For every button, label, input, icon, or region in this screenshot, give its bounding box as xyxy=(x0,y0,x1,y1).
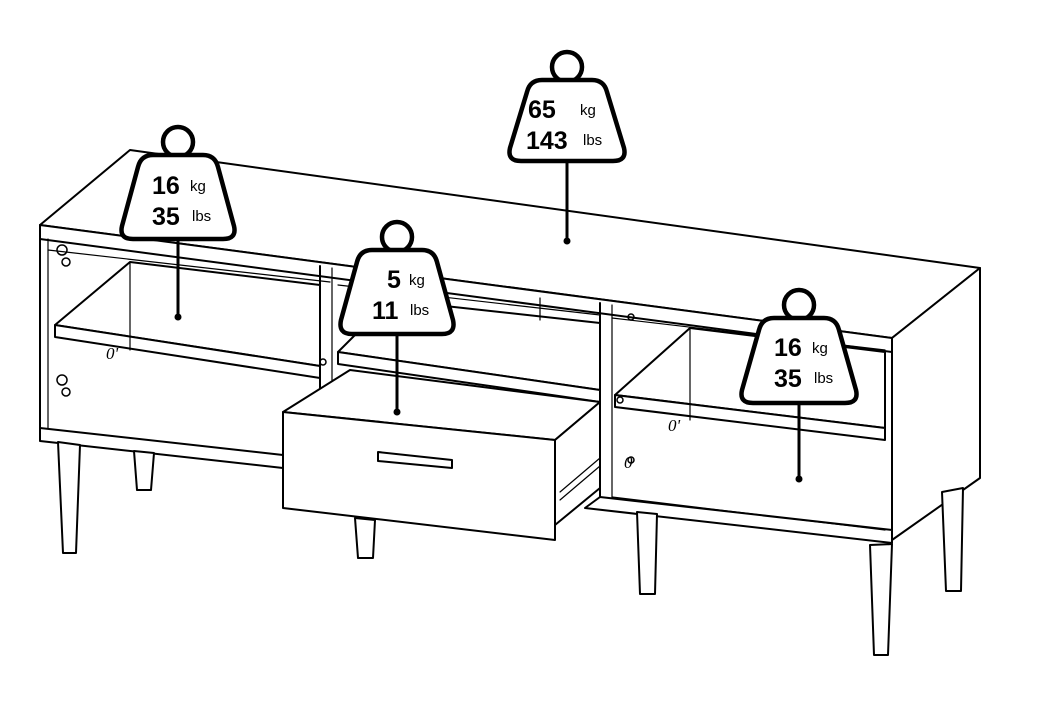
cabinet-body xyxy=(39,149,981,544)
legs xyxy=(57,441,964,656)
hinge-details xyxy=(56,244,635,464)
weight-tag-left-shelf: 16 kg 35 lbs xyxy=(119,124,237,321)
shelf-mark-right: 0' xyxy=(668,416,681,435)
weight-unit-kg: kg xyxy=(580,102,596,119)
shelf-mark-left: 0' xyxy=(106,344,119,363)
leg-back-left xyxy=(133,450,155,491)
leg-front-left xyxy=(57,441,81,554)
weight-tag-drawer: 5 kg 11 lbs xyxy=(338,219,456,416)
weight-icon xyxy=(119,152,237,242)
weight-ring-icon xyxy=(160,124,196,160)
leg-mid-right xyxy=(636,511,658,595)
weight-unit-kg: kg xyxy=(812,340,828,357)
weight-value-lbs: 143 xyxy=(526,127,568,155)
leg-back-right xyxy=(941,487,964,592)
shelf-mark-lower: 0 xyxy=(624,453,633,472)
weight-ring-icon xyxy=(781,287,817,323)
weight-unit-lbs: lbs xyxy=(814,370,833,387)
weight-tag-right-shelf: 16 kg 35 lbs xyxy=(739,287,859,483)
weight-value-kg: 65 xyxy=(528,96,556,124)
weight-ring-icon xyxy=(549,49,585,85)
drawer-front xyxy=(282,411,556,541)
weight-value-lbs: 35 xyxy=(152,203,180,231)
leg-center xyxy=(354,517,376,559)
inner-back-line xyxy=(47,249,331,283)
weight-unit-lbs: lbs xyxy=(192,208,211,225)
weight-unit-lbs: lbs xyxy=(410,302,429,319)
weight-value-kg: 5 xyxy=(387,266,401,294)
weight-icon xyxy=(338,247,456,337)
leg-front-right xyxy=(869,543,893,656)
weight-ring-icon xyxy=(379,219,415,255)
weight-value-lbs: 11 xyxy=(372,297,399,325)
weight-unit-kg: kg xyxy=(190,178,206,195)
weight-value-lbs: 35 xyxy=(774,365,802,393)
weight-unit-lbs: lbs xyxy=(583,132,602,149)
drawer-handle[interactable] xyxy=(377,451,453,469)
weight-value-kg: 16 xyxy=(774,334,802,362)
drawer xyxy=(282,369,601,541)
weight-tag-top: 65 kg 143 lbs xyxy=(507,49,627,245)
weight-unit-kg: kg xyxy=(409,272,425,289)
weight-icon xyxy=(507,77,627,164)
weight-value-kg: 16 xyxy=(152,172,180,200)
weight-icon xyxy=(739,315,859,406)
